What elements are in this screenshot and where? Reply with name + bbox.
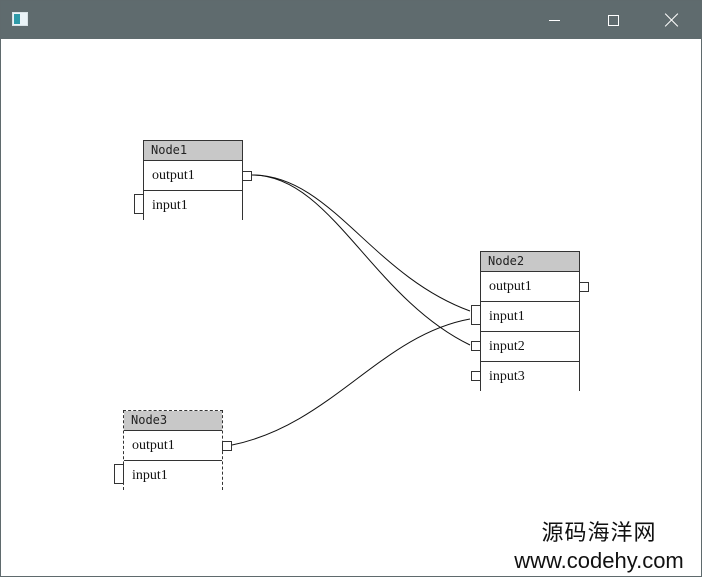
watermark: 源码海洋网 www.codehy.com: [498, 521, 700, 576]
minimize-button[interactable]: [531, 1, 577, 39]
output-port-icon[interactable]: [222, 441, 232, 451]
watermark-url-text: www.codehy.com: [514, 548, 684, 573]
connection-node3-output1-to-node2-input1[interactable]: [231, 318, 471, 446]
watermark-chinese-text: 源码海洋网: [541, 521, 657, 546]
minimize-icon: [548, 19, 560, 21]
connections-layer: [231, 174, 471, 446]
node3-input1-row[interactable]: input1: [114, 461, 222, 491]
close-button[interactable]: [649, 1, 695, 39]
window-titlebar: [1, 1, 701, 39]
maximize-icon: [607, 14, 619, 26]
node3-output1-label: output1: [132, 438, 175, 453]
node3-input1-label: input1: [132, 468, 168, 483]
input-port-icon[interactable]: [471, 341, 481, 351]
input-port-icon[interactable]: [134, 194, 144, 214]
node2[interactable]: Node2 output1 input1 input2 input3: [471, 251, 589, 392]
node1-output1-row[interactable]: output1: [144, 161, 252, 191]
node2-input2-row[interactable]: input2: [471, 332, 579, 362]
node2-output1-label: output1: [489, 279, 532, 294]
node1[interactable]: Node1 output1 input1: [134, 140, 252, 221]
node2-output1-row[interactable]: output1: [481, 272, 589, 302]
node1-input1-label: input1: [152, 198, 188, 213]
node3[interactable]: Node3 output1 input1: [114, 410, 232, 491]
node2-title[interactable]: Node2: [481, 252, 579, 272]
node3-output1-row[interactable]: output1: [124, 431, 232, 461]
input-port-icon[interactable]: [114, 464, 124, 484]
output-port-icon[interactable]: [242, 171, 252, 181]
input-port-icon[interactable]: [471, 371, 481, 381]
close-icon: [665, 13, 679, 27]
node2-input3-row[interactable]: input3: [471, 362, 579, 392]
node1-title[interactable]: Node1: [144, 141, 242, 161]
input-port-icon[interactable]: [471, 305, 481, 325]
maximize-button[interactable]: [590, 1, 636, 39]
output-port-icon[interactable]: [579, 282, 589, 292]
node2-input1-label: input1: [489, 309, 525, 324]
connection-node1-output1-to-node2-input1[interactable]: [251, 174, 471, 312]
node2-input1-row[interactable]: input1: [471, 302, 579, 332]
connection-node1-output1-to-node2-input2[interactable]: [251, 174, 471, 346]
node2-input3-label: input3: [489, 369, 525, 384]
node-editor-canvas[interactable]: Node1 output1 input1 Node2 output1 input…: [1, 39, 701, 576]
node3-title[interactable]: Node3: [124, 411, 222, 431]
node1-input1-row[interactable]: input1: [134, 191, 242, 221]
node1-output1-label: output1: [152, 168, 195, 183]
app-window-icon: [12, 12, 28, 26]
node2-input2-label: input2: [489, 339, 525, 354]
